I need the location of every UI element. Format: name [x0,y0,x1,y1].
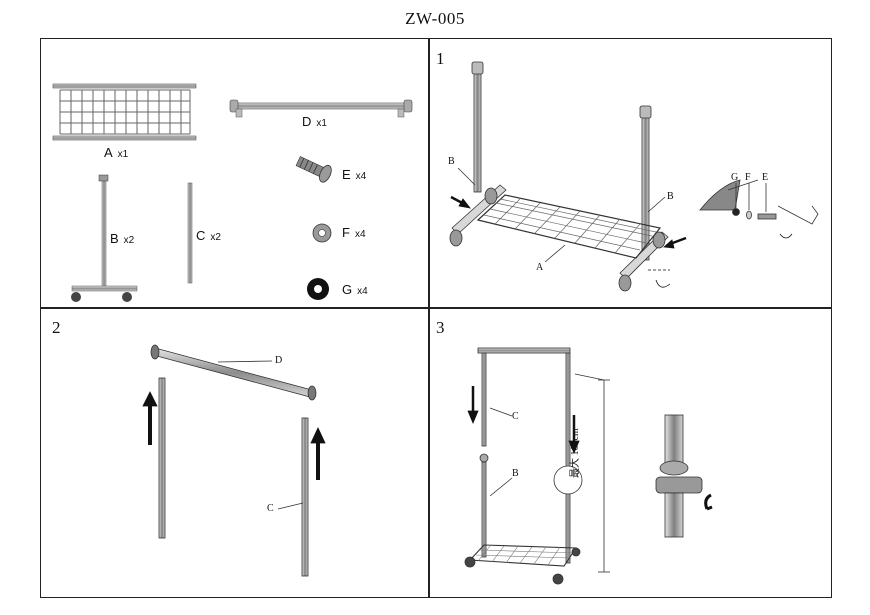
step-number-2: 2 [52,318,61,337]
step2-illustration [142,344,326,577]
max-height-label: 最大 160cm [570,428,581,478]
part-f-washer [312,223,332,243]
step-number-3: 3 [436,318,445,337]
step3-callout-c: C [512,411,519,422]
panel-divider-horizontal [40,307,832,309]
step1-callout-g: G [731,172,739,183]
step1-callout-a: A [536,262,544,273]
model-number: ZW-005 [405,9,465,28]
part-c-pole [187,182,193,284]
panel-divider-vertical [428,38,430,598]
part-b-upright [71,174,138,302]
step2-callout-c: C [267,503,274,514]
part-e-bolt [295,156,332,183]
part-d-rail [229,99,413,118]
step1-callout-b-right: B [667,191,674,202]
step-number-1: 1 [436,49,445,68]
step1-callout-e: E [762,172,769,183]
step2-callout-d: D [275,355,283,366]
step3-illustration [464,347,713,585]
step3-callout-b: B [512,468,519,479]
part-a-shelf [52,83,197,141]
step1-callout-b-left: B [448,156,455,167]
part-g-ring [307,278,329,300]
step1-illustration [449,61,819,292]
instruction-sheet [40,38,832,598]
step1-callout-f: F [745,172,751,183]
